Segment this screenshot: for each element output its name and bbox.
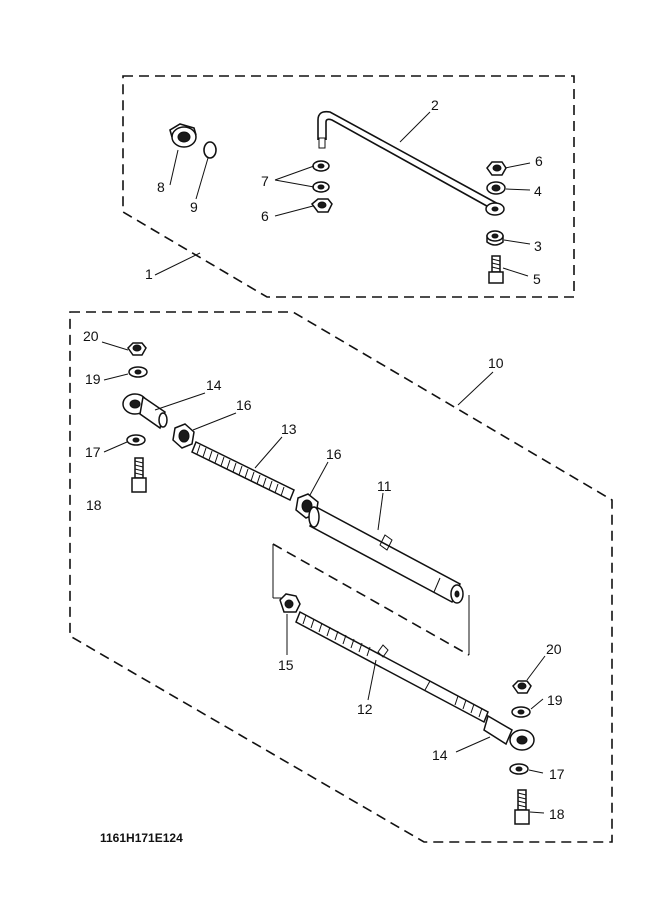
ring-nut-8 (169, 123, 197, 148)
bolt-5 (488, 255, 504, 284)
nut-15 (279, 593, 301, 613)
bolt-18-right (514, 789, 530, 825)
callout-6-right: 6 (535, 153, 543, 169)
callout-19-right: 19 (547, 692, 563, 708)
callout-6-left: 6 (261, 208, 269, 224)
washer-7-upper (312, 160, 330, 172)
callout-16-left: 16 (236, 397, 252, 413)
callout-2: 2 (431, 97, 439, 113)
o-ring-9 (203, 141, 217, 159)
callout-19-left: 19 (85, 371, 101, 387)
washer-19-right (511, 706, 531, 718)
kit-10-outline (69, 311, 613, 843)
callout-10: 10 (488, 355, 504, 371)
nut-20-left (127, 342, 147, 356)
callout-13: 13 (281, 421, 297, 437)
callout-20-left: 20 (83, 328, 99, 344)
link-rod-2 (317, 110, 505, 216)
callout-20-right: 20 (546, 641, 562, 657)
washer-17-left (126, 434, 146, 446)
leaders-top (154, 111, 531, 277)
nut-20-right (512, 680, 532, 694)
callout-11: 11 (377, 478, 392, 494)
collar-4 (486, 181, 506, 195)
washer-19-left (128, 366, 148, 378)
callout-18-right: 18 (549, 806, 565, 822)
rod-end-14-right (483, 714, 535, 751)
callout-17-right: 17 (549, 766, 565, 782)
callout-5: 5 (533, 271, 541, 287)
leaders-bottom (101, 341, 546, 814)
callout-17-left: 17 (85, 444, 101, 460)
callout-8: 8 (157, 179, 165, 195)
callout-14-right: 14 (432, 747, 448, 763)
callout-18-left: 18 (86, 497, 102, 513)
inner-rod-12 (295, 610, 489, 724)
rod-end-14-left (122, 393, 168, 430)
callout-7: 7 (261, 173, 269, 189)
callout-4: 4 (534, 183, 542, 199)
inner-dashed-box (272, 543, 470, 656)
callout-15: 15 (278, 657, 294, 673)
washer-7-lower (312, 181, 330, 193)
kit-1-outline (122, 75, 575, 298)
callout-12: 12 (357, 701, 373, 717)
callout-14-left: 14 (206, 377, 222, 393)
callout-1: 1 (145, 266, 153, 282)
nut-6-right (486, 161, 507, 176)
callout-16-right: 16 (326, 446, 342, 462)
inner-dashed-left (272, 544, 292, 599)
callout-9: 9 (190, 199, 198, 215)
nut-16-left (172, 423, 195, 449)
threaded-rod-13 (191, 440, 295, 502)
nut-6-left (310, 198, 333, 213)
bushing-3 (486, 230, 504, 246)
bolt-18-left (131, 457, 147, 493)
callout-3: 3 (534, 238, 542, 254)
drawing-code: 1161H171E124 (100, 831, 183, 845)
washer-17-right (509, 763, 529, 775)
tube-11 (308, 506, 464, 604)
